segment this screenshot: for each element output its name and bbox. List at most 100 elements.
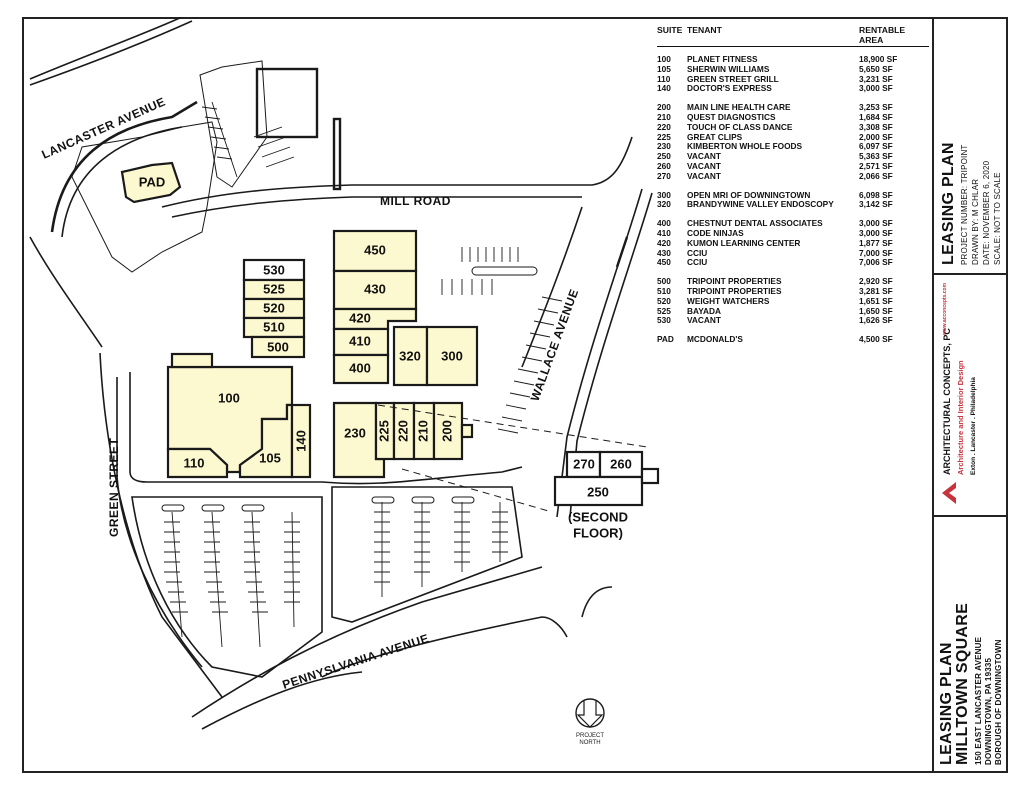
title-block-project: LEASING PLAN MILLTOWN SQUARE 150 EAST LA… — [932, 517, 1008, 773]
cell-tenant: OPEN MRI OF DOWNINGTOWN — [687, 189, 811, 200]
cell-suite: 400 — [657, 218, 671, 229]
cell-suite: 420 — [657, 237, 671, 248]
unit-105-label: 105 — [259, 450, 281, 465]
cell-area: 3,281 SF — [859, 285, 893, 296]
header-area: RENTABLE AREA — [859, 25, 906, 45]
cell-tenant: VACANT — [687, 170, 721, 181]
unit-450-label: 450 — [364, 242, 386, 257]
firm-logo-icon — [942, 482, 956, 504]
cell-tenant: BAYADA — [687, 305, 721, 316]
table-row: 500 TRIPOINT PROPERTIES 2,920 SF — [657, 276, 929, 287]
north-label-2: NORTH — [579, 740, 600, 746]
cell-area: 3,231 SF — [859, 73, 893, 84]
cell-area: 2,571 SF — [859, 160, 893, 171]
unit-500[interactable] — [250, 335, 306, 359]
cell-area: 1,650 SF — [859, 305, 893, 316]
cell-tenant: GREAT CLIPS — [687, 131, 743, 142]
wallace-avenue-label: WALLACE AVENUE — [528, 287, 582, 403]
cell-tenant: CODE NINJAS — [687, 227, 744, 238]
unit-250-label: 250 — [587, 484, 609, 499]
cell-suite: 500 — [657, 276, 671, 287]
cell-tenant: TRIPOINT PROPERTIES — [687, 285, 782, 296]
south-stall-ticks — [164, 511, 508, 613]
cell-suite: 210 — [657, 111, 671, 122]
cell-tenant: QUEST DIAGNOSTICS — [687, 111, 776, 122]
cell-area: 5,650 SF — [859, 63, 893, 74]
title-block-firm: ARCHITECTURAL CONCEPTS, PC Architecture … — [932, 275, 1008, 517]
cell-tenant: VACANT — [687, 160, 721, 171]
tenant-table-header: SUITE TENANT RENTABLE AREA — [657, 25, 929, 47]
project-address-2: DOWNINGTOWN, PA 19335 — [984, 657, 993, 765]
cell-area: 2,000 SF — [859, 131, 893, 142]
cell-suite: 225 — [657, 131, 671, 142]
unit-pad[interactable] — [120, 161, 182, 204]
cell-area: 3,000 SF — [859, 227, 893, 238]
cell-area: 1,877 SF — [859, 237, 893, 248]
north-parking-stalls — [201, 101, 295, 178]
cell-area: 3,000 SF — [859, 218, 893, 229]
cell-area: 4,500 SF — [859, 334, 893, 345]
unit-320-label: 320 — [399, 348, 421, 363]
cell-suite: 260 — [657, 160, 671, 171]
drawing-date: DATE: NOVEMBER 6, 2020 — [982, 160, 991, 265]
unit-230-label: 230 — [344, 425, 366, 440]
unit-100-label: 100 — [218, 390, 240, 405]
mill-road-label: MILL ROAD — [380, 194, 451, 208]
cell-suite: 100 — [657, 54, 671, 64]
second-floor-label-2: FLOOR) — [573, 525, 623, 540]
second-floor-plan — [553, 450, 660, 507]
cell-tenant: MCDONALD'S — [687, 334, 743, 345]
cell-suite: 230 — [657, 141, 671, 152]
building-100 — [166, 352, 312, 479]
east-parking-stalls — [441, 247, 563, 434]
unit-510-label: 510 — [263, 319, 285, 334]
cell-tenant: TOUCH OF CLASS DANCE — [687, 121, 793, 132]
unit-250[interactable] — [553, 475, 644, 507]
unit-300[interactable] — [425, 325, 479, 387]
cell-suite: 430 — [657, 247, 671, 258]
cell-area: 3,308 SF — [859, 121, 893, 132]
building-500 — [242, 258, 306, 359]
unit-400[interactable] — [332, 353, 390, 385]
unit-410-label: 410 — [349, 333, 371, 348]
cell-tenant: TRIPOINT PROPERTIES — [687, 276, 782, 287]
cell-tenant: KIMBERTON WHOLE FOODS — [687, 141, 803, 152]
unit-400-label: 400 — [349, 360, 371, 375]
unit-220-label: 220 — [395, 420, 410, 442]
unit-430[interactable] — [332, 269, 418, 311]
unit-110[interactable] — [166, 447, 229, 479]
unit-420-label: 420 — [349, 310, 371, 325]
cell-suite: 270 — [657, 170, 671, 181]
cell-area: 2,920 SF — [859, 276, 893, 287]
title-block-sheet-info: LEASING PLAN PROJECT NUMBER: TRIPOINT DR… — [932, 17, 1008, 275]
building-200 — [332, 401, 474, 479]
unit-200[interactable] — [432, 401, 464, 461]
unit-110-label: 110 — [184, 455, 205, 470]
unit-430-label: 430 — [364, 281, 386, 296]
project-address-3: BOROUGH OF DOWNINGTOWN — [994, 639, 1003, 765]
unit-530-label: 530 — [263, 262, 285, 277]
unit-520-label: 520 — [263, 300, 285, 315]
cell-tenant: VACANT — [687, 151, 721, 162]
cell-suite: 530 — [657, 315, 671, 326]
cell-tenant: CCIU — [687, 247, 708, 258]
unit-140[interactable] — [290, 403, 312, 479]
cell-suite: 105 — [657, 63, 671, 74]
drawing-scale: SCALE: NOT TO SCALE — [993, 172, 1002, 265]
cell-area: 3,000 SF — [859, 83, 893, 94]
table-row: 225 GREAT CLIPS 2,000 SF — [657, 131, 929, 143]
unit-410[interactable] — [332, 327, 390, 357]
unit-320[interactable] — [392, 325, 429, 387]
firm-website-link[interactable]: www.acconcepts.com — [942, 282, 948, 335]
cell-tenant: BRANDYWINE VALLEY ENDOSCOPY — [687, 199, 834, 210]
cell-suite: 510 — [657, 285, 671, 296]
